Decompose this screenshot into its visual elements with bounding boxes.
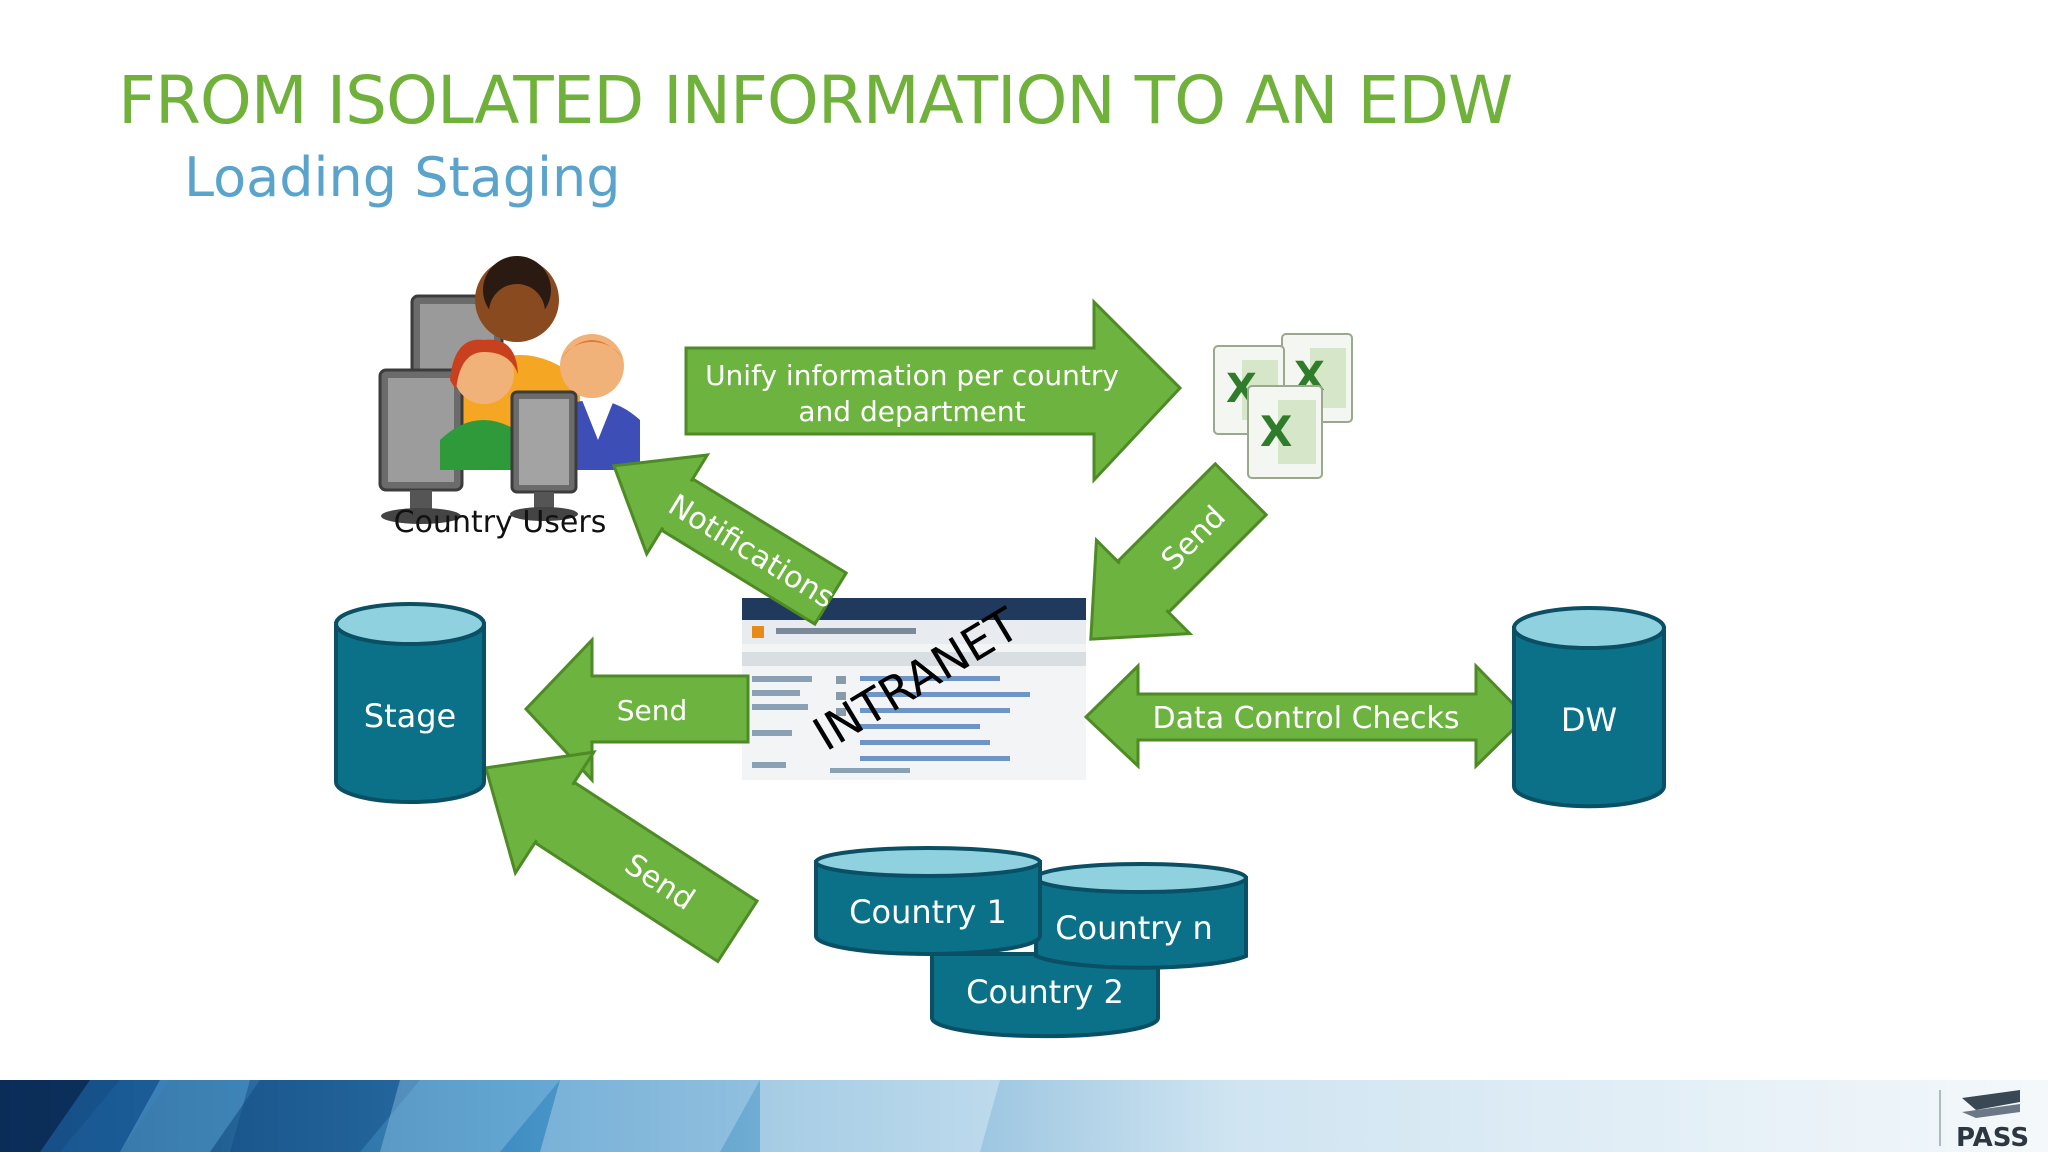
stage-label: Stage	[364, 697, 456, 735]
send-stage-arrow-label: Send	[617, 694, 688, 727]
send-stage-arrow: Send	[523, 636, 750, 784]
country-n-label: Country n	[1055, 909, 1213, 947]
pass-logo-text: PASS	[1956, 1123, 2029, 1152]
country-users-label: Country Users	[394, 505, 607, 540]
stage-cylinder: Stage	[334, 602, 486, 804]
slide-title: FROM ISOLATED INFORMATION TO AN EDW	[118, 62, 1513, 139]
send-countries-arrow: Send	[483, 750, 760, 964]
svg-text:X: X	[1260, 407, 1292, 456]
country-2-cylinder: Country 2	[930, 952, 1160, 1039]
unify-arrow-label-line2: and department	[798, 395, 1025, 428]
country-1-cylinder: Country 1	[814, 846, 1042, 956]
pass-logo: PASS	[1956, 1090, 2029, 1152]
country-1-label: Country 1	[849, 893, 1007, 931]
data-control-checks-label: Data Control Checks	[1152, 701, 1459, 736]
slide-subtitle: Loading Staging	[184, 146, 621, 209]
footer-band	[0, 1080, 2048, 1152]
unify-arrow-label-line1: Unify information per country	[705, 359, 1119, 392]
country-n-cylinder: Country n	[1034, 862, 1248, 970]
data-control-checks-arrow: Data Control Checks	[1083, 662, 1529, 770]
excel-files-icon: X X X	[1213, 333, 1353, 479]
dw-cylinder: DW	[1512, 606, 1666, 809]
unify-arrow: Unify information per country and depart…	[684, 298, 1183, 484]
country-2-label: Country 2	[966, 973, 1124, 1011]
dw-label: DW	[1561, 701, 1617, 739]
country-users-icon	[378, 256, 640, 524]
